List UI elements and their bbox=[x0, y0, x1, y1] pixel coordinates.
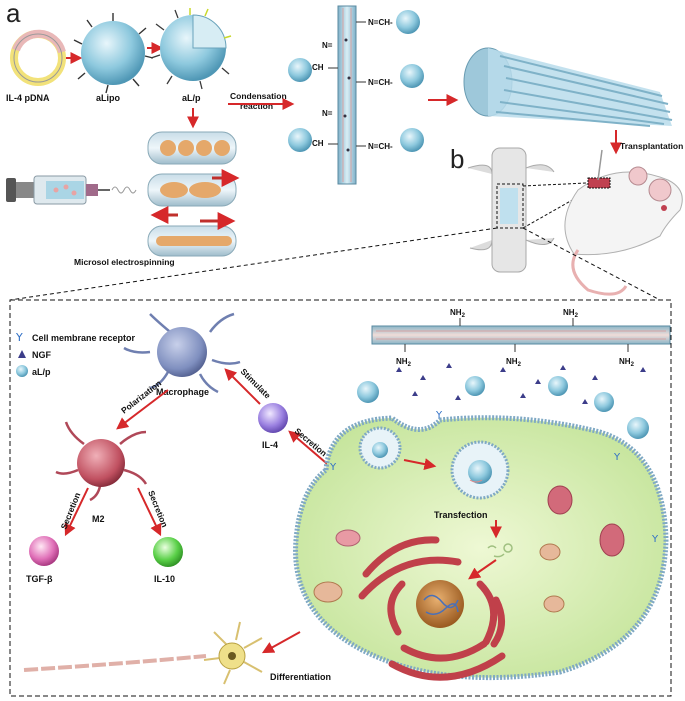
il4-sphere bbox=[258, 403, 288, 433]
il10-sphere bbox=[153, 537, 183, 567]
label-secretion-il4: Secretion bbox=[293, 426, 329, 459]
svg-text:N=: N= bbox=[322, 109, 333, 118]
zoom-connector-left bbox=[9, 227, 498, 301]
svg-text:CH: CH bbox=[312, 139, 324, 148]
svg-text:CH: CH bbox=[312, 63, 324, 72]
tgf-beta-sphere bbox=[29, 536, 59, 566]
tube-droplets-2 bbox=[147, 169, 240, 207]
arrow-polarization bbox=[116, 389, 169, 430]
arrow-secretion-tgf bbox=[64, 487, 89, 537]
rat-icon bbox=[564, 149, 683, 296]
alp-legend-icon bbox=[16, 365, 28, 377]
svg-text:Y: Y bbox=[613, 452, 621, 463]
label-alipo: aLipo bbox=[96, 93, 121, 103]
imine-bonds: N=CH- N=CH- N=CH- N= CH N= CH bbox=[312, 18, 393, 151]
nucleus bbox=[416, 580, 464, 628]
cell-membrane-receptor-icon: Y bbox=[15, 331, 23, 344]
macrophage-icon bbox=[123, 312, 241, 394]
amine-fiber bbox=[371, 318, 671, 352]
svg-text:N=CH-: N=CH- bbox=[368, 18, 393, 27]
released-pdna bbox=[487, 543, 513, 558]
arrow-endosome bbox=[403, 458, 437, 471]
label-transplantation: Transplantation bbox=[620, 141, 683, 151]
endoplasmic-reticulum bbox=[358, 536, 506, 681]
tube-core-shell bbox=[147, 206, 237, 257]
label-il10: IL-10 bbox=[154, 574, 175, 584]
arrow-stimulate bbox=[224, 368, 261, 405]
legend-alp: aL/p bbox=[32, 367, 51, 377]
svg-text:NH2: NH2 bbox=[506, 357, 522, 368]
endosome-1 bbox=[358, 426, 402, 470]
tube-droplets-1 bbox=[147, 131, 237, 165]
neuron-icon bbox=[23, 621, 263, 685]
zoom-line-1 bbox=[522, 182, 587, 187]
legend-receptor: Cell membrane receptor bbox=[32, 333, 136, 343]
endosome-2 bbox=[450, 440, 510, 500]
zoom-line-2 bbox=[522, 189, 591, 229]
ngf-icon bbox=[18, 350, 26, 358]
nh2-labels: NH2 NH2 NH2 NH2 NH2 bbox=[396, 308, 635, 368]
alp-particle-icon bbox=[150, 8, 232, 90]
mechanism-frame bbox=[9, 299, 672, 697]
membrane-receptors: Y Y Y Y bbox=[329, 410, 659, 545]
svg-text:N=: N= bbox=[322, 41, 333, 50]
m2-macrophage-icon bbox=[55, 421, 148, 502]
fiber-bundle bbox=[463, 47, 673, 127]
svg-text:Y: Y bbox=[651, 534, 659, 545]
label-tgf: TGF-β bbox=[26, 574, 53, 584]
spine-zoom-box bbox=[496, 183, 524, 229]
label-il4: IL-4 bbox=[262, 440, 278, 450]
spinal-cord-icon bbox=[467, 147, 555, 273]
released-ngf bbox=[396, 363, 646, 404]
label-alp: aL/p bbox=[182, 93, 201, 103]
svg-text:Y: Y bbox=[435, 410, 443, 421]
label-il4-pdna: IL-4 pDNA bbox=[6, 93, 50, 103]
arrow-to-nucleus bbox=[468, 559, 497, 580]
label-differentiation: Differentiation bbox=[270, 672, 331, 682]
grafted-fiber bbox=[337, 5, 357, 185]
svg-text:NH2: NH2 bbox=[563, 308, 579, 319]
label-electrospinning: Microsol electrospinning bbox=[74, 257, 175, 267]
svg-text:NH2: NH2 bbox=[619, 357, 635, 368]
svg-text:NH2: NH2 bbox=[450, 308, 466, 319]
label-stimulate: Stimulate bbox=[239, 366, 273, 400]
grafted-alp-particles bbox=[288, 10, 424, 152]
svg-text:N=CH-: N=CH- bbox=[368, 78, 393, 87]
legend-ngf: NGF bbox=[32, 350, 52, 360]
label-m2: M2 bbox=[92, 514, 105, 524]
plasmid-icon bbox=[10, 29, 66, 86]
panel-a-letter: a bbox=[6, 0, 21, 28]
label-condensation: Condensation bbox=[230, 91, 287, 101]
label-transfection: Transfection bbox=[434, 510, 488, 520]
svg-text:N=CH-: N=CH- bbox=[368, 142, 393, 151]
zoom-connector-right bbox=[522, 227, 661, 301]
label-macrophage: Macrophage bbox=[156, 387, 209, 397]
label-reaction: reaction bbox=[240, 101, 273, 111]
released-alp bbox=[357, 376, 649, 439]
legend: Y Cell membrane receptor NGF aL/p bbox=[15, 331, 136, 377]
label-secretion-il10: Secretion bbox=[146, 489, 170, 529]
arrow-secretion-il10 bbox=[137, 487, 162, 537]
panel-b-letter: b bbox=[450, 144, 464, 174]
alipo-particle-icon bbox=[73, 13, 154, 94]
svg-text:Y: Y bbox=[329, 462, 337, 473]
svg-text:NH2: NH2 bbox=[396, 357, 412, 368]
mitochondria bbox=[313, 485, 625, 613]
syringe-icon bbox=[6, 175, 137, 205]
arrow-differentiation bbox=[261, 631, 301, 654]
